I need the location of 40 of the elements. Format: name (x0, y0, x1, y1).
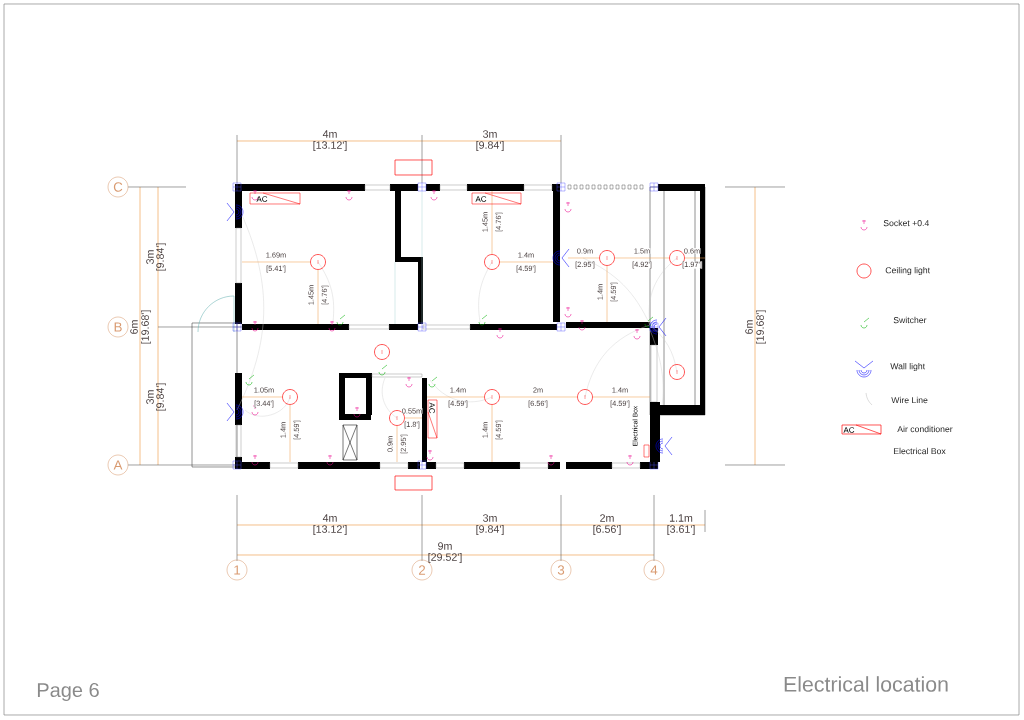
grid-bubble: 1 (226, 559, 248, 581)
page-number: Page 6 (37, 682, 99, 702)
title: Electrical location (784, 676, 948, 692)
dimension-text: 6m (130, 320, 138, 334)
dimension-text: [13.12'] (313, 141, 347, 151)
dimension-text: 3m (483, 514, 497, 522)
dimension-text: [9.84'] (156, 243, 166, 271)
ac-label: AC (843, 427, 855, 433)
dimension-text: [9.84'] (156, 383, 166, 411)
legend-text: Ceiling light (885, 266, 930, 276)
dimension-text: 9m (438, 542, 452, 550)
dimension-text: [19.68'] (141, 310, 151, 344)
dimension-text: [6.56'] (593, 525, 621, 535)
legend-text: Electrical Box (894, 447, 946, 455)
dimension-text: 3m (146, 390, 154, 404)
dimension-text: [9.84'] (476, 141, 504, 151)
dimension-text: 1.1m (669, 514, 693, 522)
dimension-text: 4m (322, 130, 337, 138)
legend-text: Air conditioner (897, 425, 953, 433)
grid-bubble: B (107, 316, 129, 338)
legend-text: Socket +0.4 (883, 219, 929, 227)
legend-text: Wire Line (891, 396, 928, 404)
dimension-text: 6m (745, 320, 753, 334)
dimension-text: 2m (600, 514, 614, 522)
grid-bubble: A (107, 454, 129, 476)
legend-text: Wall light (890, 362, 926, 372)
grid-bubble: C (107, 176, 129, 198)
ac-label: AC (475, 196, 487, 202)
dimension-text: [13.12'] (313, 525, 347, 535)
dimension-text: 3m (483, 130, 497, 138)
dimension-text: [3.61'] (667, 525, 695, 535)
dimension-text: [9.84'] (476, 525, 504, 535)
legend-text: Switcher (893, 316, 927, 324)
dimension-text: [19.68'] (756, 310, 766, 344)
dimension-text: 4m (322, 514, 337, 522)
dimension-text: 3m (146, 250, 154, 264)
ac-label: AC (256, 196, 268, 202)
ac-label: AC (429, 402, 435, 414)
grid-bubble: 4 (643, 559, 665, 581)
grid-bubble: 3 (550, 559, 572, 581)
